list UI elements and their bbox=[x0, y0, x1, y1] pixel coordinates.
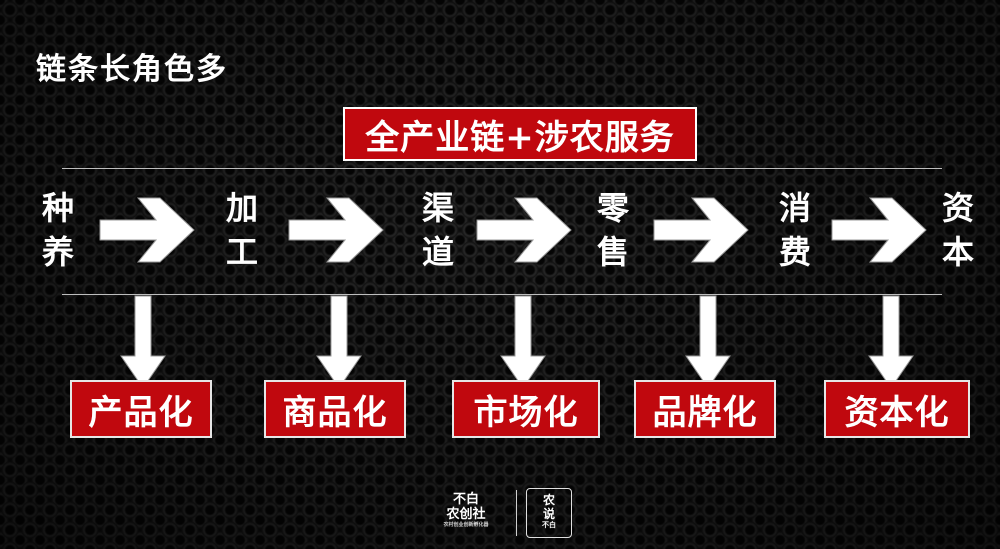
result-capitalization: 资本化 bbox=[824, 380, 970, 438]
arrow-down-icon bbox=[868, 295, 914, 389]
stage-char: 道 bbox=[421, 233, 454, 271]
arrow-right-icon bbox=[99, 197, 195, 263]
brand-logo-left: 不白 农创社 农村创业创新孵化器 bbox=[430, 492, 502, 536]
stage-char: 渠 bbox=[421, 189, 454, 227]
stage-char: 售 bbox=[596, 233, 629, 271]
industry-chain-banner: 全产业链+涉农服务 bbox=[343, 107, 697, 161]
stage-char: 消 bbox=[778, 189, 811, 227]
logo-text: 不白 bbox=[452, 492, 479, 507]
arrow-down-icon bbox=[500, 295, 546, 389]
arrow-down-icon bbox=[685, 295, 731, 389]
arrow-right-icon bbox=[288, 197, 384, 263]
logo-text: 农创社 bbox=[446, 507, 486, 522]
result-productization: 产品化 bbox=[70, 380, 212, 438]
middle-divider-line bbox=[62, 294, 942, 295]
stage-char: 加 bbox=[225, 189, 258, 227]
top-divider-line bbox=[62, 168, 942, 169]
slide-title: 链条长角色多 bbox=[36, 52, 228, 87]
logo-divider bbox=[516, 490, 517, 536]
stage-char: 费 bbox=[778, 233, 811, 271]
stage-char: 工 bbox=[225, 233, 258, 271]
logo-subtitle: 农村创业创新孵化器 bbox=[443, 522, 489, 528]
stage-char: 资 bbox=[941, 189, 974, 227]
arrow-right-icon bbox=[476, 197, 572, 263]
stage-channel: 渠 道 bbox=[418, 186, 458, 274]
logo-text: 农 bbox=[542, 493, 555, 507]
arrow-down-icon bbox=[316, 295, 362, 389]
result-marketization: 市场化 bbox=[452, 380, 600, 438]
stage-consumption: 消 费 bbox=[775, 186, 815, 274]
logo-text: 说 bbox=[542, 507, 555, 521]
stage-retail: 零 售 bbox=[593, 186, 633, 274]
logo-text: 不白 bbox=[542, 521, 556, 529]
arrow-right-icon bbox=[653, 197, 749, 263]
stage-char: 零 bbox=[596, 189, 629, 227]
arrow-right-icon bbox=[831, 197, 927, 263]
stage-char: 本 bbox=[941, 233, 974, 271]
brand-logo-right: 农 说 不白 bbox=[526, 488, 572, 538]
stage-planting: 种 养 bbox=[38, 186, 78, 274]
result-branding: 品牌化 bbox=[634, 380, 776, 438]
stage-capital: 资 本 bbox=[938, 186, 978, 274]
result-commercialization: 商品化 bbox=[264, 380, 406, 438]
footer-logos: 不白 农创社 农村创业创新孵化器 农 说 不白 bbox=[430, 486, 580, 540]
stage-processing: 加 工 bbox=[222, 186, 262, 274]
arrow-down-icon bbox=[120, 295, 166, 389]
stage-char: 种 bbox=[41, 189, 74, 227]
stage-char: 养 bbox=[41, 233, 74, 271]
